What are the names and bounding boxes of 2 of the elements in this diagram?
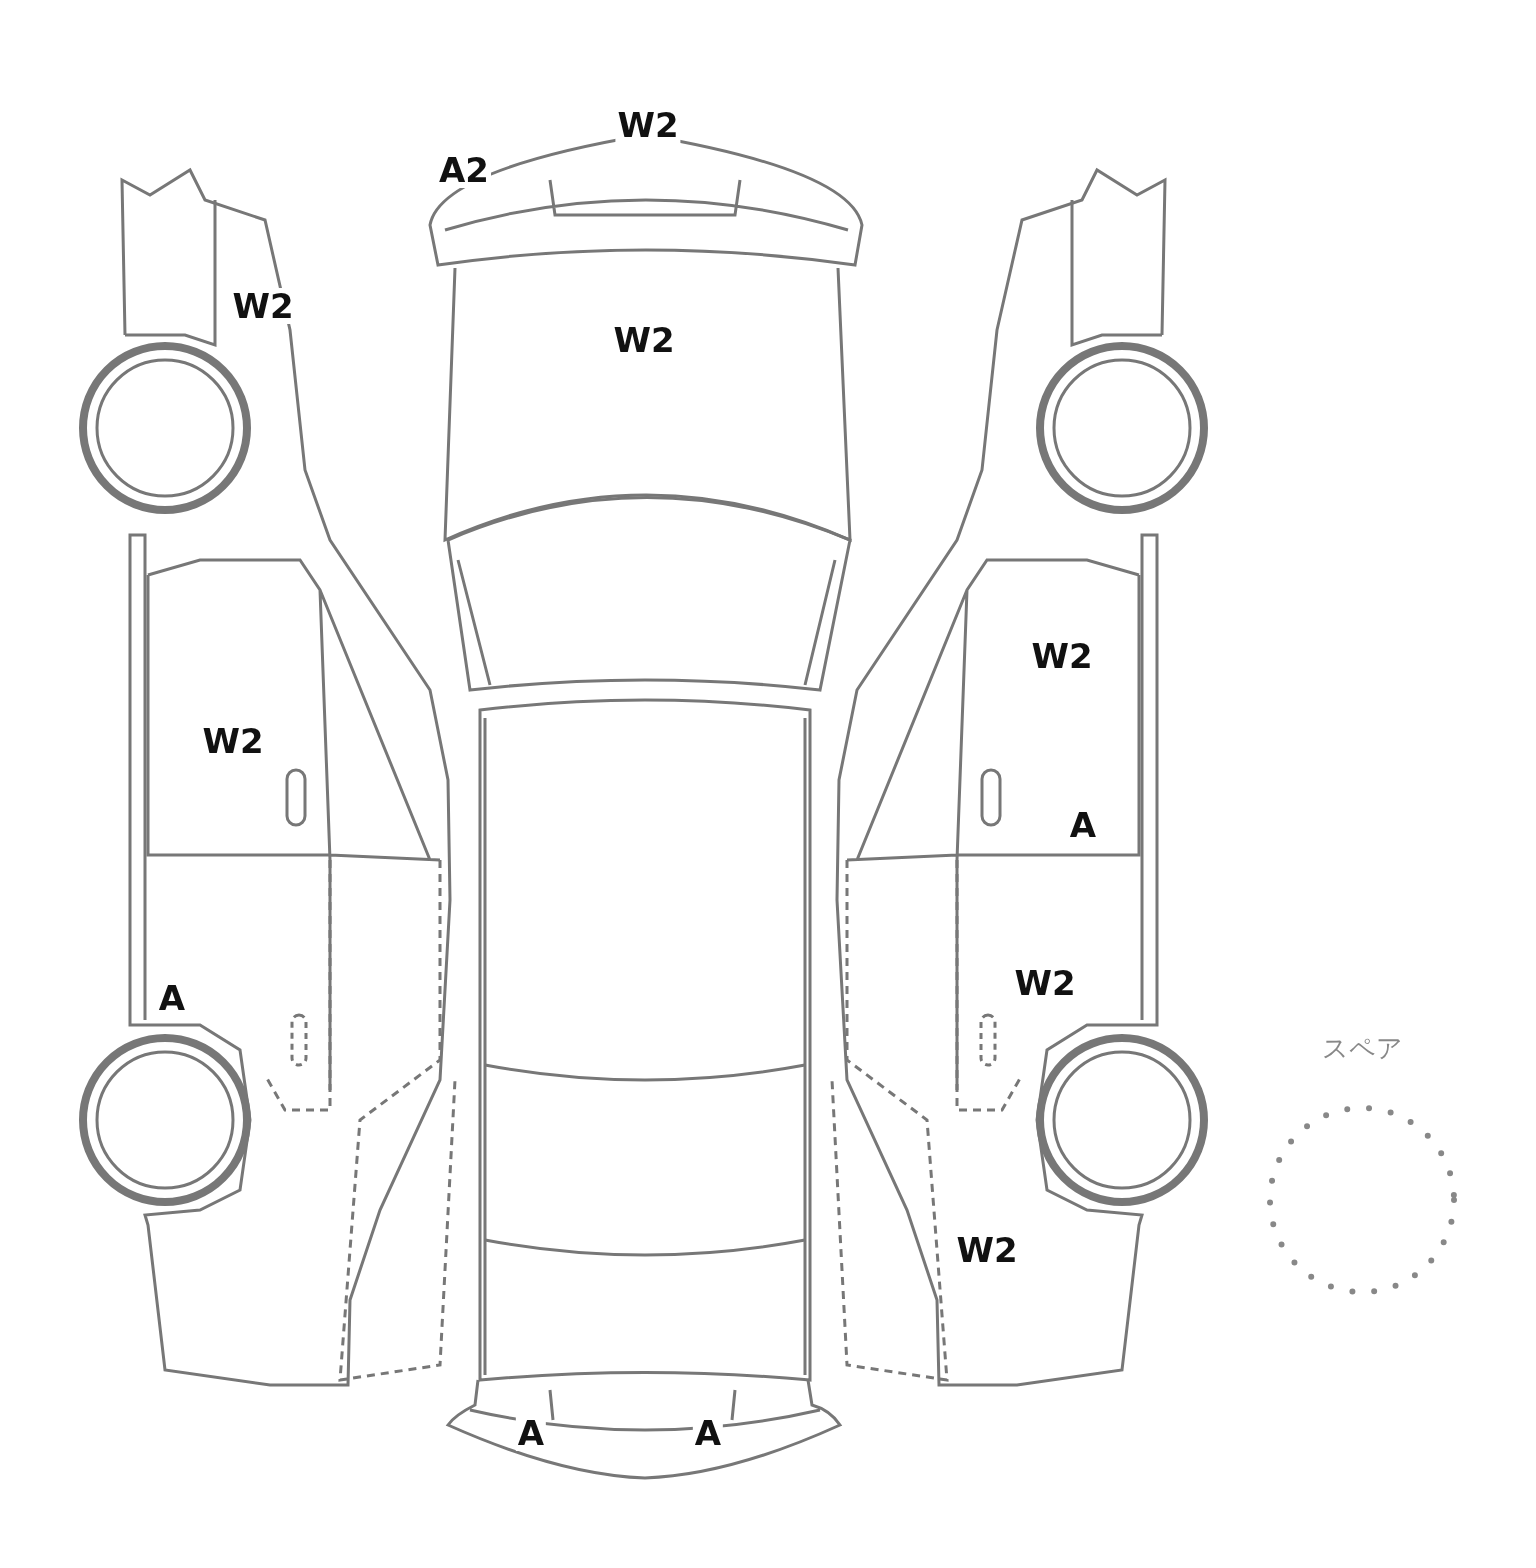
- spare-label: スペア: [1320, 1035, 1404, 1061]
- damage-code: A: [515, 1415, 547, 1451]
